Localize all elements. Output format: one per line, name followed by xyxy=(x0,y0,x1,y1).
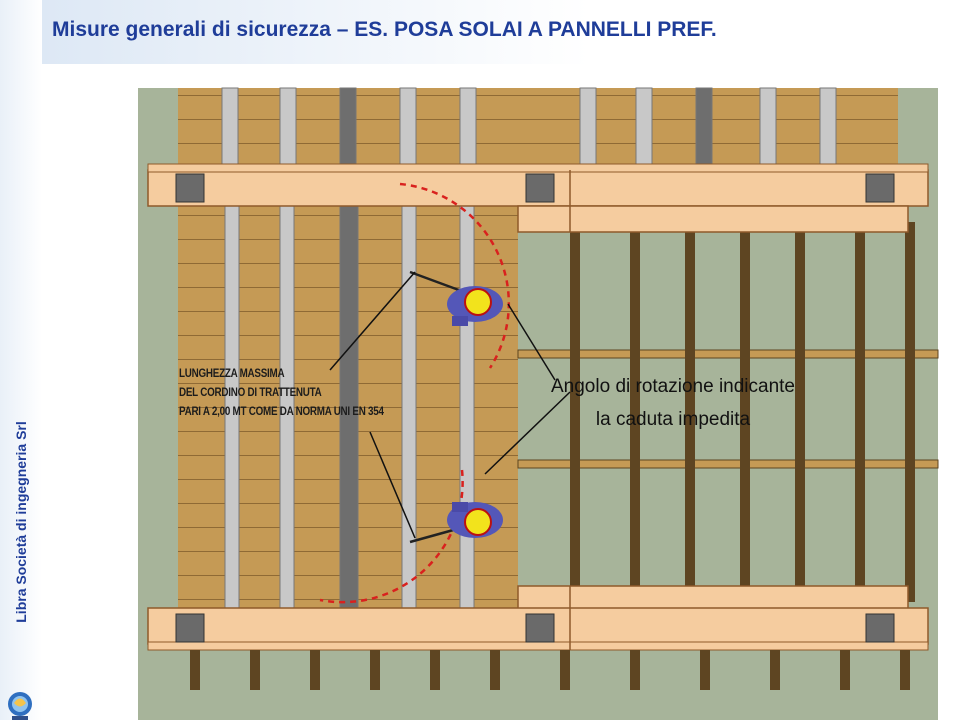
rotation-angle-line2: la caduta impedita xyxy=(595,409,751,430)
top-deck xyxy=(178,88,898,170)
precast-ribs xyxy=(221,87,837,613)
cross-beams xyxy=(517,349,939,469)
lower-posts xyxy=(190,650,910,690)
worker-top xyxy=(447,286,503,326)
floor-plan-diagram xyxy=(138,87,939,720)
cord-length-line3: PARI A 2,00 MT COME DA NORMA UNI EN 354 xyxy=(179,404,384,418)
libra-logo-icon xyxy=(8,692,32,720)
support-posts xyxy=(570,222,915,602)
cord-length-annotation: LUNGHEZZA MASSIMA DEL CORDINO DI TRATTEN… xyxy=(179,364,384,421)
cord-length-line2: DEL CORDINO DI TRATTENUTA xyxy=(179,385,322,399)
rotation-angle-annotation: Angolo di rotazione indicante la caduta … xyxy=(551,370,795,436)
sidebar: Libra Società di ingegneria Srl xyxy=(0,0,42,720)
page-title: Misure generali di sicurezza – ES. POSA … xyxy=(52,18,717,41)
leader-lines xyxy=(329,271,571,539)
title-bar: Misure generali di sicurezza – ES. POSA … xyxy=(42,0,954,64)
worker-bottom xyxy=(447,502,503,538)
cord-length-line1: LUNGHEZZA MASSIMA xyxy=(179,366,285,380)
rotation-angle-line1: Angolo di rotazione indicante xyxy=(551,376,796,397)
company-name: Libra Società di ingegneria Srl xyxy=(13,421,29,623)
column-plates xyxy=(175,173,895,643)
fall-restraint-arcs xyxy=(319,182,510,604)
